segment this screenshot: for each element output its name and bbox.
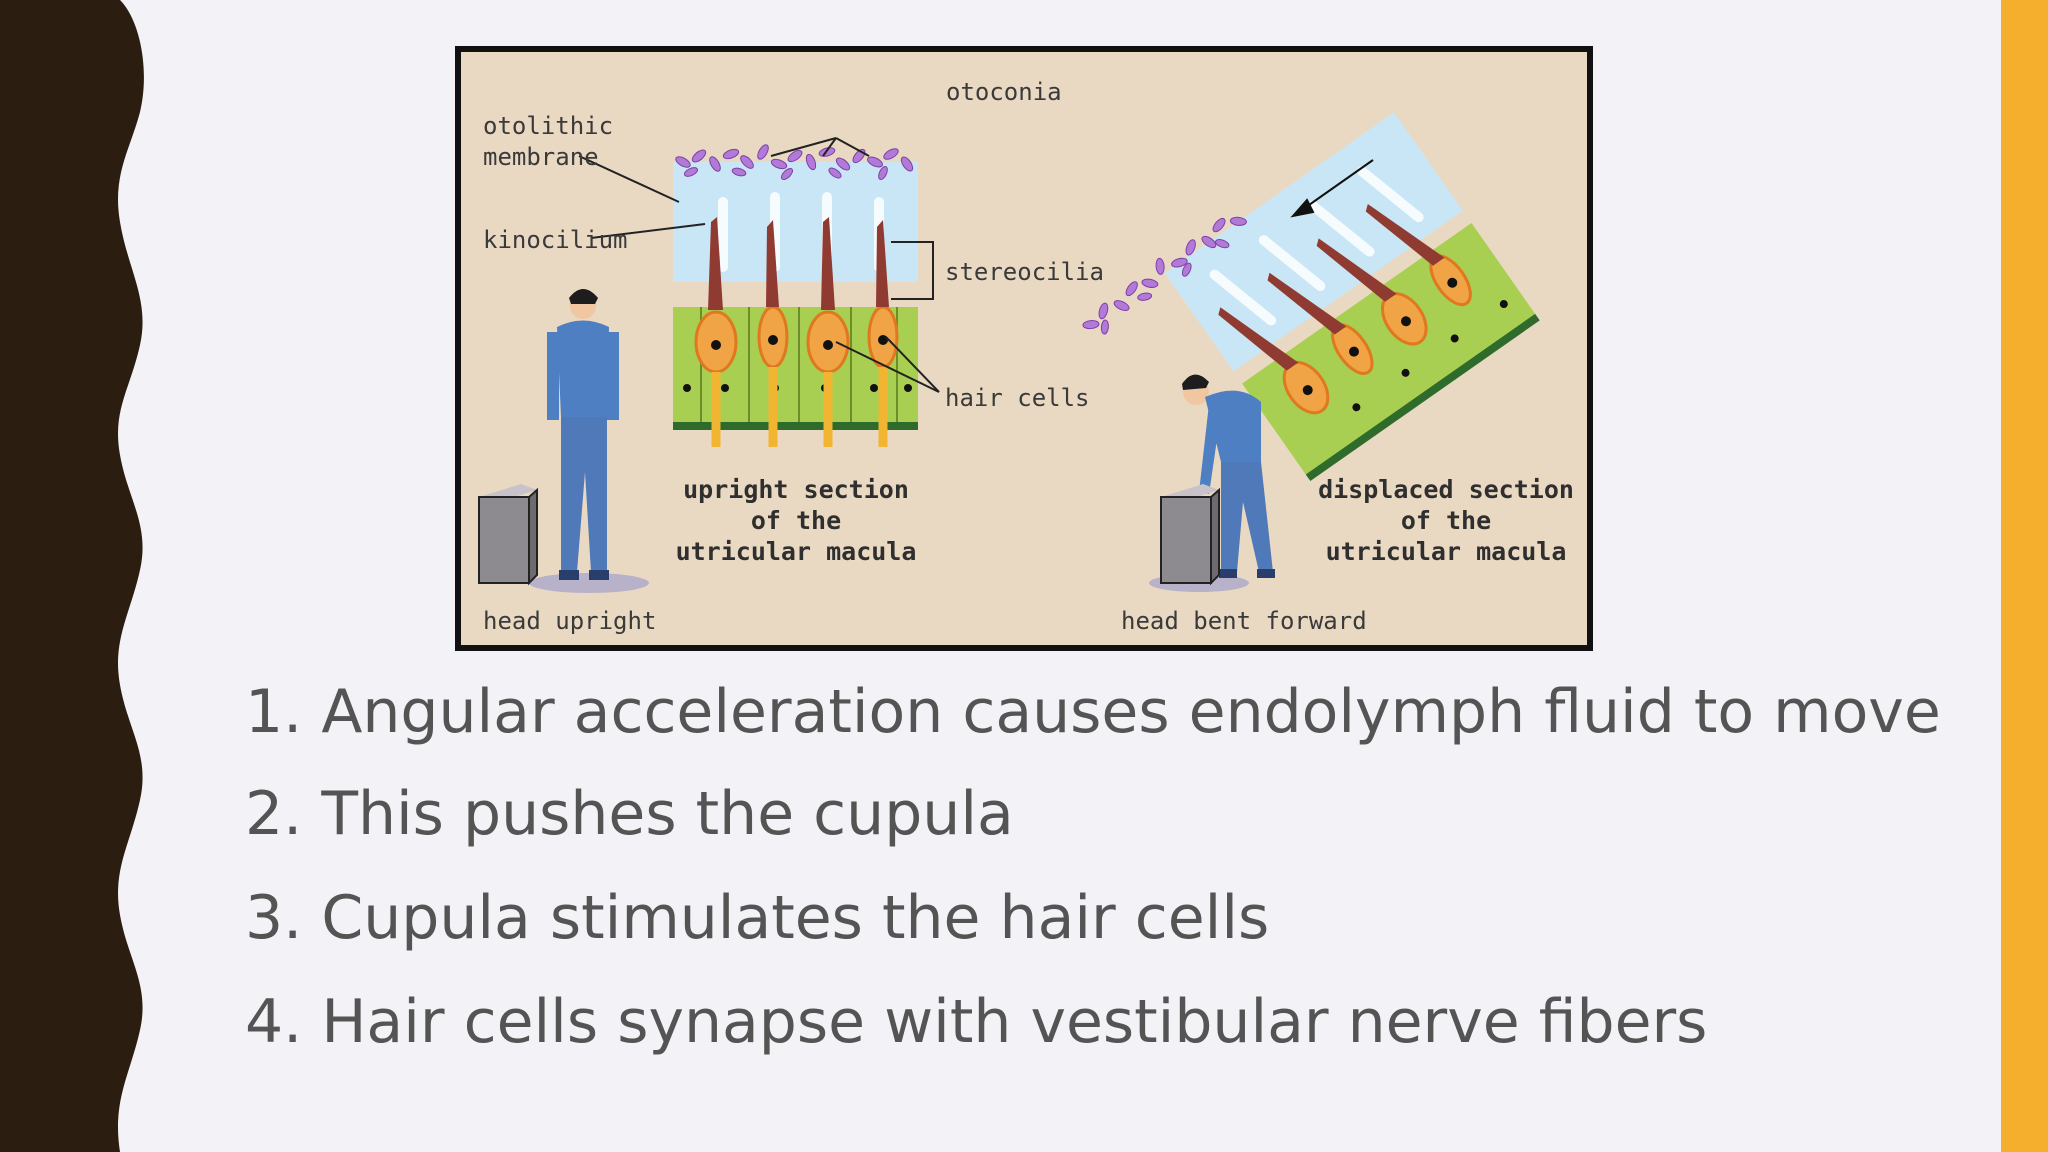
caption-upright-1: upright section [683,475,909,504]
steps-list: 1. Angular acceleration causes endolymph… [245,668,1965,1082]
label-stereocilia: stereocilia [945,258,1104,286]
step-item: 4. Hair cells synapse with vestibular ne… [245,987,1708,1057]
caption-displaced-1: displaced section [1318,475,1574,504]
label-otoconia: otoconia [946,78,1062,106]
step-item: 3. Cupula stimulates the hair cells [245,883,1270,953]
utricular-macula-figure: otoconia otolithic membrane kinocilium s… [455,46,1593,651]
caption-displaced-2: of the [1401,506,1491,535]
step-item: 2. This pushes the cupula [245,779,1014,849]
label-hair-cells: hair cells [945,384,1090,412]
label-head-upright: head upright [483,607,656,635]
caption-upright-3: utricular macula [676,537,917,566]
accent-bar [2001,0,2048,1152]
caption-displaced-3: utricular macula [1326,537,1567,566]
label-head-bent-forward: head bent forward [1121,607,1367,635]
step-item: 1. Angular acceleration causes endolymph… [245,677,1941,747]
label-otolithic-1: otolithic [483,112,613,140]
wavy-left-border [0,0,144,1152]
caption-upright-2: of the [751,506,841,535]
label-otolithic-2: membrane [483,143,599,171]
label-kinocilium: kinocilium [483,226,628,254]
